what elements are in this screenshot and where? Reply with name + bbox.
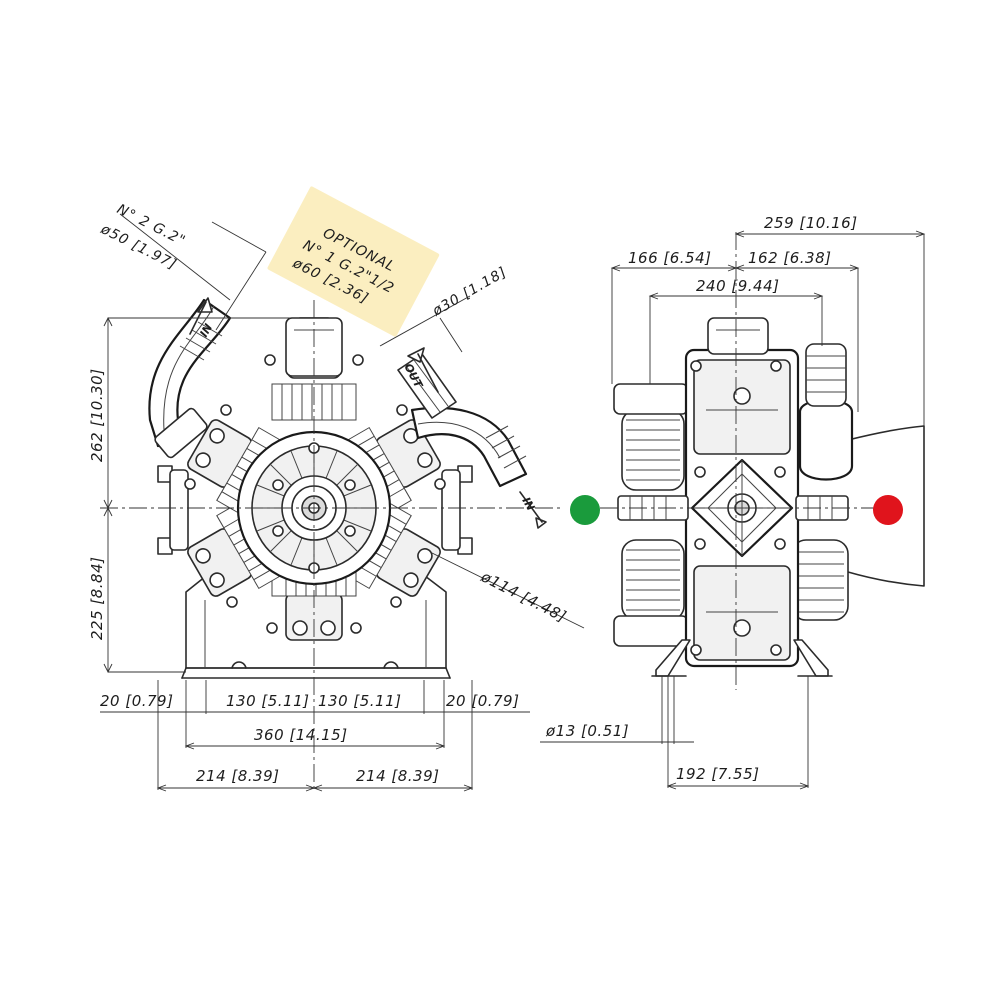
side-dimension-labels: 259 [10.16] 166 [6.54] 162 [6.38] 240 [9… (545, 214, 858, 783)
front-vertical-dims (103, 316, 290, 674)
left-suction-hose (148, 298, 232, 459)
side-mount-hole: ø13 [0.51] (545, 722, 629, 740)
front-base-width: 360 [14.15] (254, 726, 348, 744)
delivery-indicator-dot (873, 495, 903, 525)
front-view: IN OUT IN (100, 213, 585, 792)
front-foot-right-margin: 20 [0.79] (446, 692, 519, 710)
front-centerlines (100, 300, 560, 790)
side-head-width: 240 [9.44] (696, 277, 780, 295)
flow-arrows: IN OUT IN (189, 297, 547, 529)
front-half-width-right: 214 [8.39] (356, 767, 440, 785)
side-outlet-pipe (798, 343, 854, 481)
right-cylinder-stack (791, 539, 849, 621)
front-half-width-left: 214 [8.39] (196, 767, 280, 785)
side-view (540, 230, 926, 790)
housing-bolts (184, 354, 446, 634)
suction-indicator-dot (570, 495, 600, 525)
drive-shaft-housing (847, 425, 925, 587)
side-right-offset: 162 [6.38] (748, 249, 832, 267)
side-pump-body (684, 317, 800, 668)
optional-note-background (267, 186, 440, 337)
side-dims (540, 230, 926, 790)
front-height-upper: 262 [10.30] (88, 368, 106, 462)
front-height-lower: 225 [8.84] (88, 556, 106, 640)
optional-note (267, 186, 440, 337)
spec-leaders (119, 213, 585, 629)
front-foot-left-span: 130 [5.11] (226, 692, 310, 710)
side-mounting-tabs (157, 465, 473, 555)
in-arrow-right-label: IN (519, 495, 537, 513)
front-hub-diameter: ø114 [4.48] (477, 567, 569, 626)
outlet-diameter: ø30 [1.18] (429, 264, 510, 320)
side-left-offset: 166 [6.54] (628, 249, 712, 267)
side-feet (651, 639, 833, 677)
front-foot-right-span: 130 [5.11] (318, 692, 402, 710)
side-centerlines (600, 232, 880, 690)
side-foot-spacing: 192 [7.55] (676, 765, 760, 783)
side-overall-depth: 259 [10.16] (764, 214, 858, 232)
in-arrow-top-label: IN (197, 321, 215, 339)
front-foot-left-margin: 20 [0.79] (100, 692, 173, 710)
front-horizontal-dims (100, 680, 530, 792)
right-delivery-hose (410, 406, 528, 488)
